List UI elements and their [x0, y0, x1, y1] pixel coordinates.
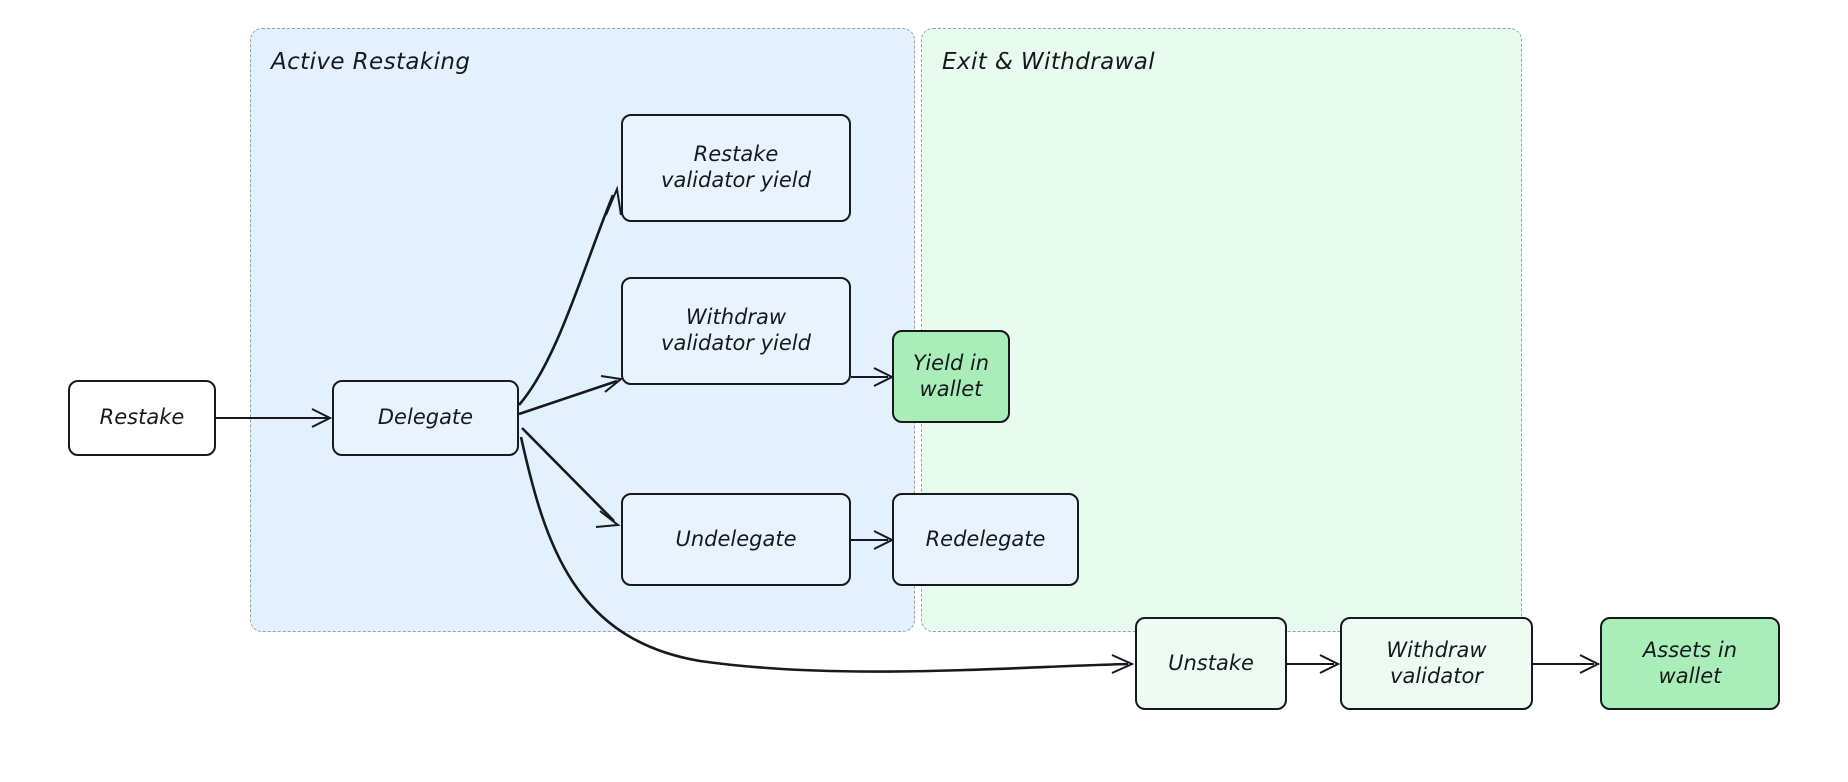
edge-withdraw-validator-to-assets-in-wallet	[1533, 654, 1601, 674]
edge-unstake-to-withdraw-validator	[1287, 654, 1341, 674]
node-undelegate[interactable]: Undelegate	[621, 493, 851, 586]
node-delegate[interactable]: Delegate	[332, 380, 519, 456]
node-withdraw-validator-yield[interactable]: Withdraw validator yield	[621, 277, 851, 385]
node-restake[interactable]: Restake	[68, 380, 216, 456]
node-unstake[interactable]: Unstake	[1135, 617, 1287, 710]
node-withdraw-validator[interactable]: Withdraw validator	[1340, 617, 1533, 710]
node-yield-in-wallet[interactable]: Yield in wallet	[892, 330, 1010, 423]
node-redelegate[interactable]: Redelegate	[892, 493, 1079, 586]
subgraph-title-active-restaking: Active Restaking	[271, 49, 471, 75]
subgraph-title-exit-withdrawal: Exit & Withdrawal	[942, 49, 1156, 75]
node-assets-in-wallet[interactable]: Assets in wallet	[1600, 617, 1780, 710]
node-restake-validator-yield[interactable]: Restake validator yield	[621, 114, 851, 222]
